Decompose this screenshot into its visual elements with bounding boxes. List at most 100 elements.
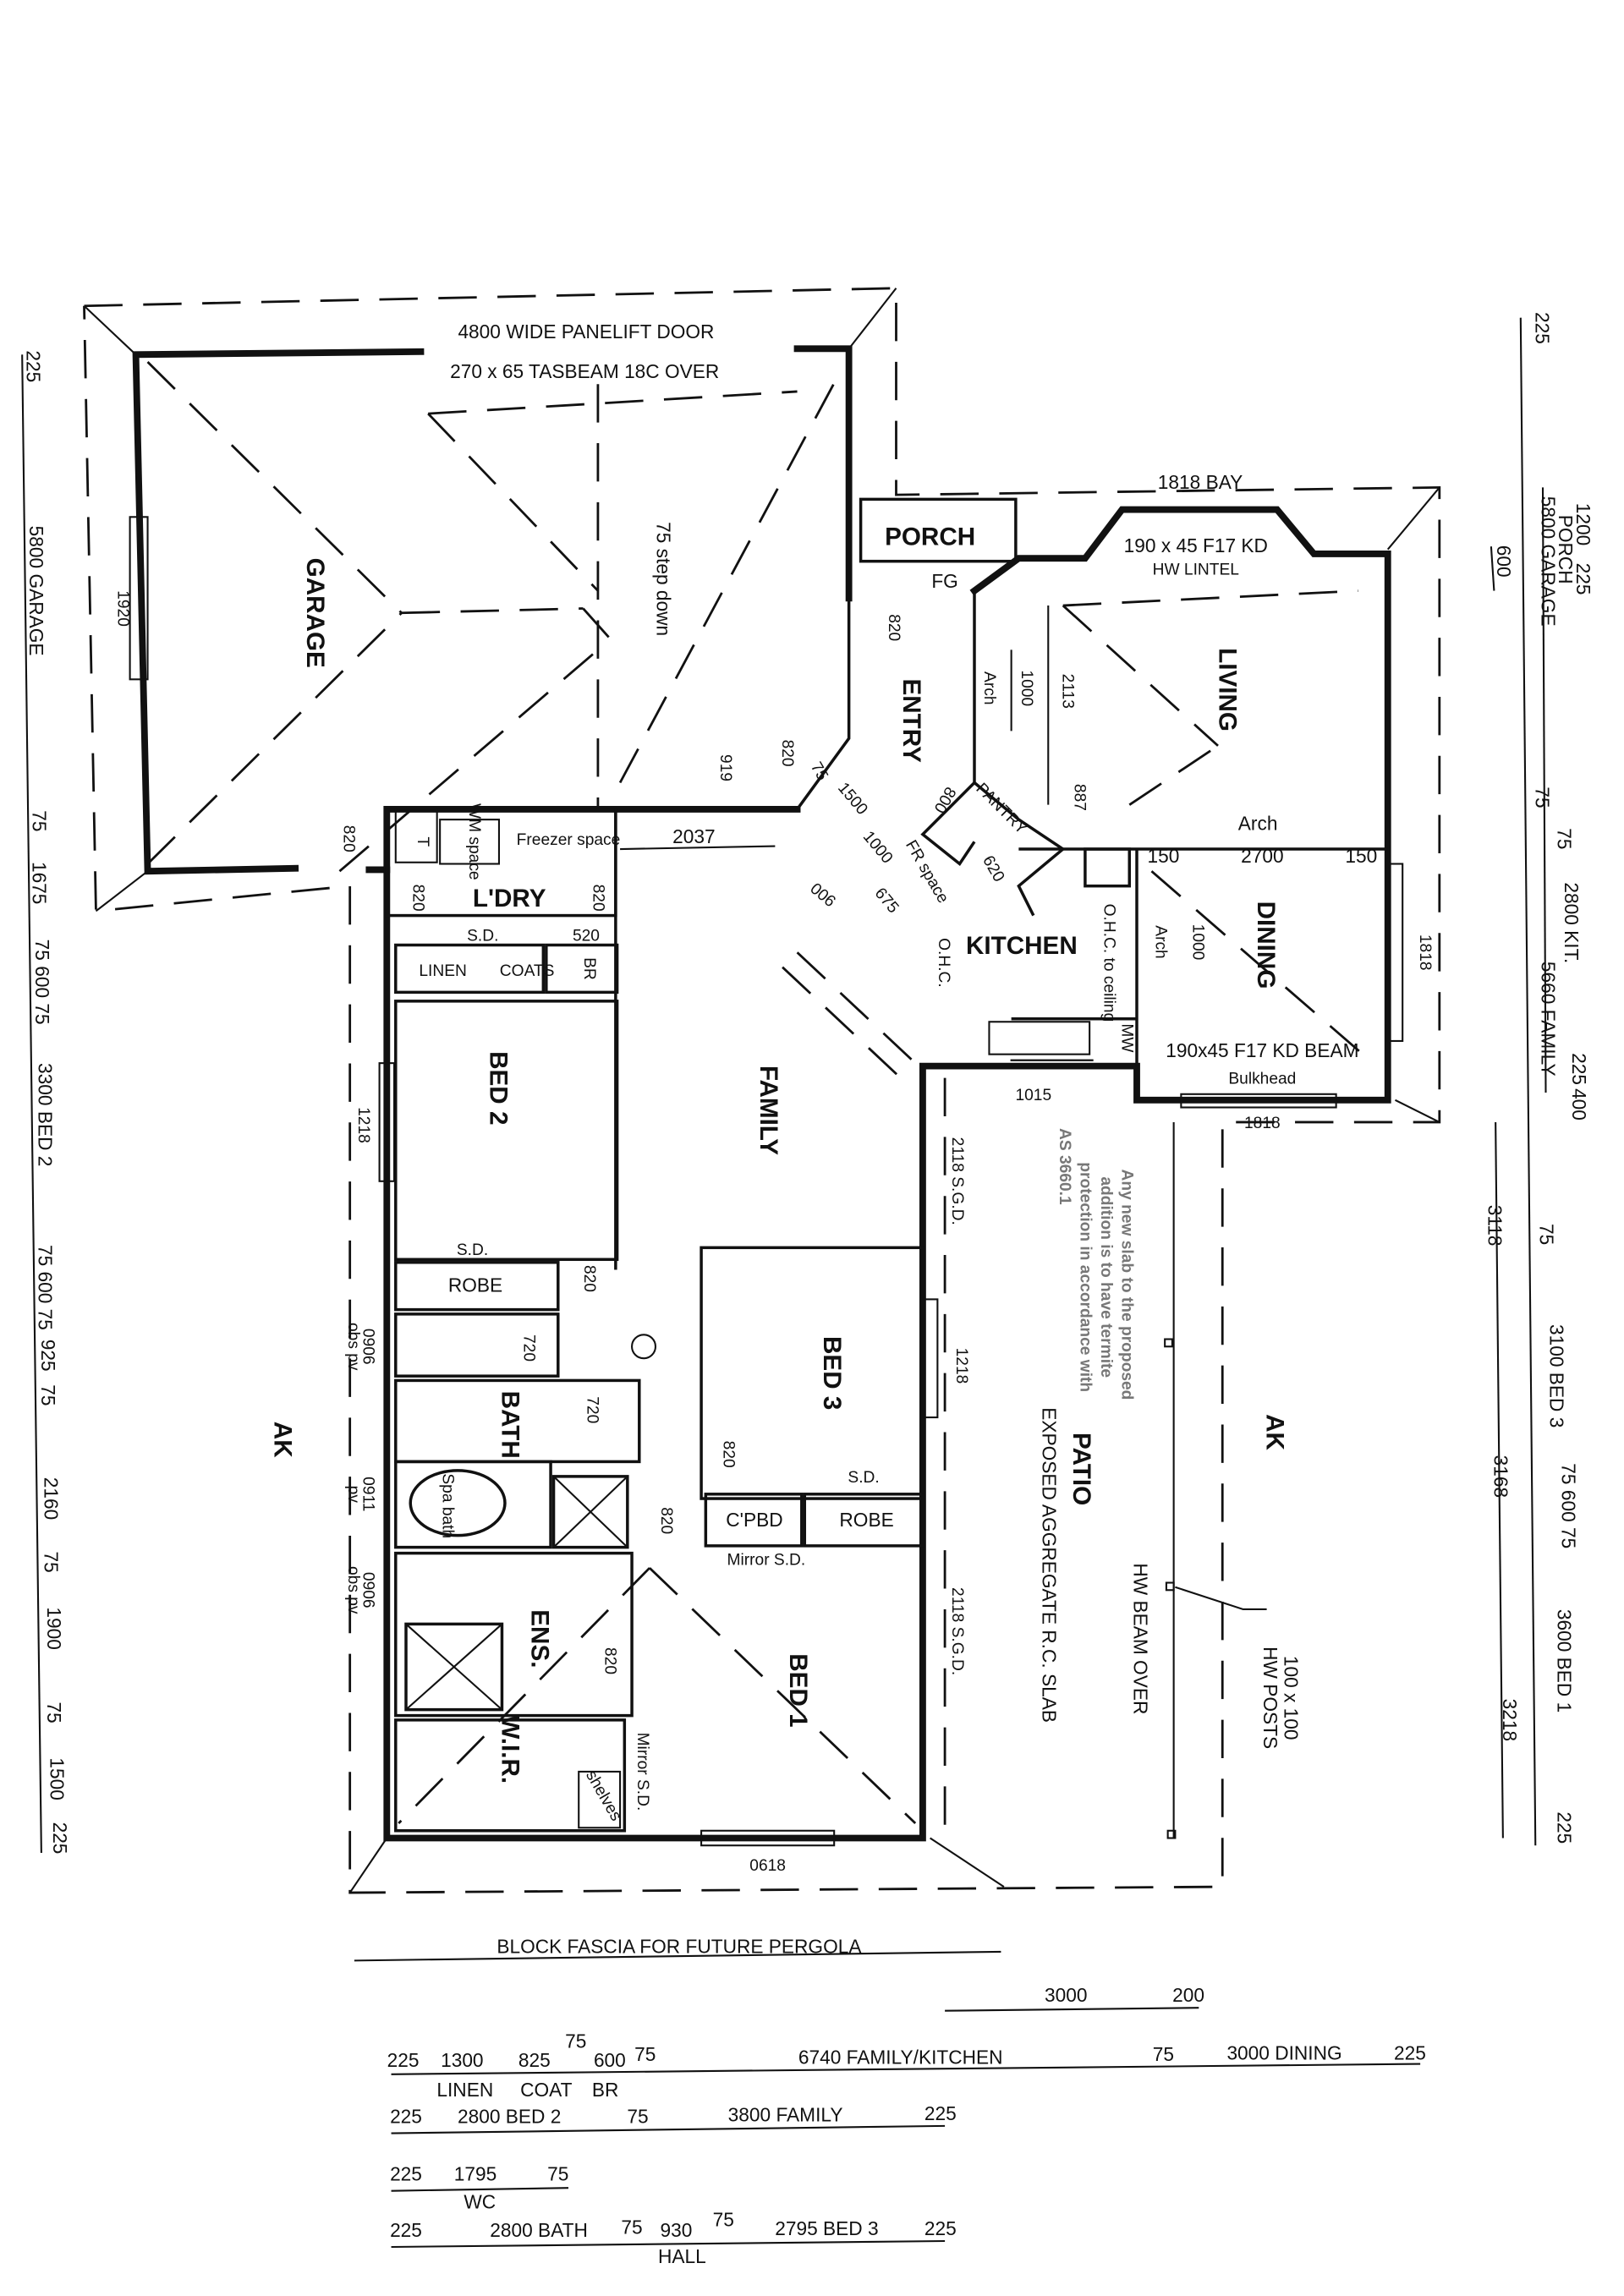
bottom-dimensions: BLOCK FASCIA FOR FUTURE PERGOLA 3000 200… <box>387 1936 1426 2268</box>
dim-1500: 1500 <box>834 780 871 819</box>
room-label-dining: DINING <box>1252 901 1280 989</box>
svg-text:1900: 1900 <box>43 1607 65 1649</box>
patio-label: PATIO <box>1067 1433 1095 1505</box>
dim-2113: 2113 <box>1059 674 1077 709</box>
svg-text:COAT: COAT <box>520 2079 572 2101</box>
bath-door: 720 <box>584 1396 601 1423</box>
svg-text:3100 BED 3: 3100 BED 3 <box>1546 1324 1568 1427</box>
svg-text:2800 BED 2: 2800 BED 2 <box>458 2105 561 2127</box>
dim-150-right: 150 <box>1345 845 1377 867</box>
dim-1000: 1000 <box>859 828 897 867</box>
fr-space-label: FR space <box>902 837 952 907</box>
t-label: T <box>414 836 431 847</box>
ensuite-door: 820 <box>601 1647 619 1674</box>
svg-text:400: 400 <box>1568 1088 1590 1121</box>
svg-text:225: 225 <box>390 2219 422 2241</box>
bath-window: 0911 <box>359 1477 376 1511</box>
svg-text:225: 225 <box>924 2217 957 2239</box>
ohc-ceiling-label: O.H.C. to ceiling <box>1100 904 1118 1022</box>
laundry-door2: 820 <box>590 885 607 912</box>
svg-text:AK: AK <box>1261 1414 1289 1450</box>
svg-text:75: 75 <box>1553 828 1575 849</box>
svg-text:225: 225 <box>1531 312 1553 344</box>
bath-window-note: pv <box>344 1486 362 1504</box>
room-label-wir: W.I.R. <box>496 1715 524 1784</box>
svg-text:75: 75 <box>713 2209 734 2231</box>
svg-text:75: 75 <box>634 2043 656 2065</box>
garage-door-label: 4800 WIDE PANELIFT DOOR <box>458 321 714 342</box>
room-label-bed3: BED 3 <box>818 1336 846 1410</box>
dimension-lines <box>21 317 1547 2249</box>
svg-text:BLOCK FASCIA FOR FUTURE PERGOL: BLOCK FASCIA FOR FUTURE PERGOLA <box>497 1936 862 1958</box>
dining-window-label: 1818 <box>1244 1115 1281 1132</box>
bed3-robe: ROBE <box>839 1509 893 1531</box>
svg-text:75: 75 <box>565 2030 586 2052</box>
ak-symbol-right: AK <box>1261 1414 1289 1450</box>
garage-beam-label: 270 x 65 TASBEAM 18C OVER <box>450 360 719 382</box>
dim-900: 900 <box>808 879 840 910</box>
svg-text:75 600 75: 75 600 75 <box>34 1245 56 1330</box>
pantry-label: PANTRY <box>972 780 1030 838</box>
dining-arch-width: 2700 <box>1241 845 1283 867</box>
svg-text:75: 75 <box>621 2216 642 2238</box>
dim-919: 919 <box>716 754 734 781</box>
dim-800: 800 <box>930 784 959 816</box>
room-label-kitchen: KITCHEN <box>966 932 1078 960</box>
termite-note-3: protection in accordance with <box>1077 1162 1095 1392</box>
entry-arch-label: Arch <box>980 671 998 704</box>
freezer-space-label: Freezer space <box>517 831 621 849</box>
svg-text:5660 FAMILY: 5660 FAMILY <box>1537 962 1559 1077</box>
svg-text:2795 BED 3: 2795 BED 3 <box>775 2217 878 2239</box>
svg-text:WC: WC <box>464 2191 496 2213</box>
room-label-living: LIVING <box>1214 648 1242 732</box>
spa-bath-label: Spa bath <box>439 1473 457 1538</box>
dim-675: 675 <box>871 885 903 917</box>
bed3-mirror: Mirror S.D. <box>727 1552 806 1570</box>
ohc-label: O.H.C. <box>935 938 952 988</box>
svg-text:3000 DINING: 3000 DINING <box>1226 2041 1341 2063</box>
entry-door2-label: 820 <box>778 740 796 767</box>
svg-text:225: 225 <box>390 2105 422 2127</box>
linen-label: LINEN <box>419 962 467 980</box>
svg-text:225: 225 <box>387 2049 420 2071</box>
bay-label: 1818 BAY <box>1158 471 1243 493</box>
dining-arch2-dim: 1000 <box>1188 924 1206 961</box>
svg-text:75: 75 <box>37 1384 59 1406</box>
svg-text:1200: 1200 <box>1572 503 1594 545</box>
wm-space-label: WM space <box>465 803 483 880</box>
svg-text:75: 75 <box>1531 786 1553 808</box>
laundry-sd: S.D. <box>467 927 498 945</box>
bed3-window: 1218 <box>952 1348 970 1384</box>
svg-text:2800 KIT.: 2800 KIT. <box>1561 882 1583 963</box>
svg-text:75: 75 <box>627 2105 648 2127</box>
dim-2037: 2037 <box>672 825 715 847</box>
svg-text:75: 75 <box>40 1551 62 1572</box>
svg-text:3600 BED 1: 3600 BED 1 <box>1553 1609 1575 1712</box>
garage-step-label: 75 step down <box>653 522 675 636</box>
bed1-sgd: 2118 S.G.D. <box>948 1587 966 1675</box>
bed1-window: 0618 <box>749 1857 786 1875</box>
svg-text:6740 FAMILY/KITCHEN: 6740 FAMILY/KITCHEN <box>798 2047 1003 2069</box>
dining-arch-label: Arch <box>1238 812 1278 834</box>
svg-text:75: 75 <box>1536 1224 1558 1245</box>
bed1-door: 820 <box>657 1507 675 1534</box>
termite-note-4: AS 3660.1 <box>1056 1128 1073 1205</box>
patio-slab-label: EXPOSED AGGREGATE R.C. SLAB <box>1038 1407 1060 1723</box>
room-label-garage: GARAGE <box>301 558 329 668</box>
wc-window-note: obs pv <box>344 1323 362 1371</box>
external-walls <box>129 345 1404 1847</box>
bed2-robe: ROBE <box>448 1274 502 1296</box>
svg-text:1500: 1500 <box>46 1757 68 1800</box>
svg-text:3300 BED 2: 3300 BED 2 <box>34 1063 56 1166</box>
svg-text:75: 75 <box>28 810 50 831</box>
svg-text:5800 GARAGE: 5800 GARAGE <box>25 526 47 656</box>
svg-text:2160: 2160 <box>40 1477 62 1520</box>
hw-beam-label: HW BEAM OVER <box>1130 1563 1152 1714</box>
bed3-sgd: 2118 S.G.D. <box>948 1137 966 1225</box>
svg-text:75: 75 <box>1153 2043 1174 2065</box>
svg-text:BR: BR <box>592 2079 619 2101</box>
ensuite-window-note: obs pv <box>344 1566 362 1614</box>
room-label-bath: BATH <box>496 1391 524 1459</box>
svg-text:2800 BATH: 2800 BATH <box>490 2219 588 2241</box>
